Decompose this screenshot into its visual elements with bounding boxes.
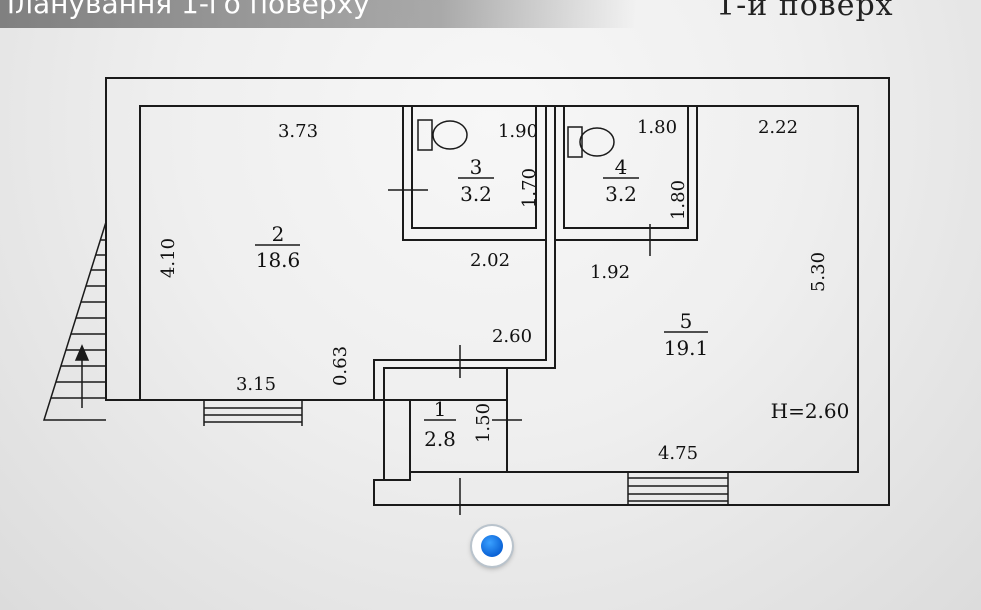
interior-walls bbox=[373, 106, 698, 480]
room-number: 4 bbox=[615, 155, 628, 179]
window-bottom bbox=[627, 472, 729, 505]
external-stairs bbox=[42, 221, 107, 421]
dimension-label: 4.10 bbox=[158, 238, 179, 278]
room-label-5: 5 19.1 bbox=[664, 309, 709, 360]
dimension-label: 1.80 bbox=[668, 180, 689, 220]
dimension-label: 1.50 bbox=[473, 403, 494, 443]
room-number: 2 bbox=[272, 222, 285, 246]
room-label-3: 3 3.2 bbox=[458, 155, 494, 206]
location-pin-icon[interactable] bbox=[472, 526, 512, 566]
room-label-1: 1 2.8 bbox=[424, 397, 456, 451]
room-area: 19.1 bbox=[664, 336, 709, 360]
room-number: 5 bbox=[680, 309, 693, 333]
dimension-label: 1.70 bbox=[519, 168, 540, 208]
caption-overlay: Планування 1-го поверху bbox=[0, 0, 981, 28]
dimension-label: 3.73 bbox=[278, 121, 318, 142]
pin-dot bbox=[481, 535, 503, 557]
room-area: 3.2 bbox=[460, 182, 492, 206]
dimension-label: 1.80 bbox=[637, 117, 677, 138]
dimension-label: 3.15 bbox=[236, 374, 276, 395]
room-area: 3.2 bbox=[605, 182, 637, 206]
toilet-icon bbox=[417, 119, 468, 151]
room-label-4: 4 3.2 bbox=[603, 155, 639, 206]
room-area: 2.8 bbox=[424, 427, 456, 451]
dimension-label: 2.60 bbox=[492, 326, 532, 347]
dimension-label: 0.63 bbox=[330, 346, 351, 386]
dimension-label: 1.90 bbox=[498, 121, 538, 142]
outer-walls bbox=[105, 77, 890, 506]
dimension-label: 5.30 bbox=[808, 252, 829, 292]
toilet-icon bbox=[567, 126, 615, 158]
top-caption: Планування 1-го поверху bbox=[0, 0, 370, 20]
window-left bbox=[203, 399, 303, 426]
dimension-label: 2.22 bbox=[758, 117, 798, 138]
floor-title: 1-й поверх bbox=[716, 0, 894, 23]
room-area: 18.6 bbox=[256, 248, 301, 272]
ceiling-height-label: H=2.60 bbox=[771, 399, 850, 423]
dimension-label: 1.92 bbox=[590, 262, 630, 283]
dimension-label: 4.75 bbox=[658, 443, 698, 464]
stair-arrow-icon bbox=[74, 344, 90, 408]
room-number: 1 bbox=[434, 397, 447, 421]
dimension-label: 2.02 bbox=[470, 250, 510, 271]
room-label-2: 2 18.6 bbox=[255, 222, 300, 272]
room-number: 3 bbox=[470, 155, 483, 179]
door-marks bbox=[388, 189, 651, 515]
